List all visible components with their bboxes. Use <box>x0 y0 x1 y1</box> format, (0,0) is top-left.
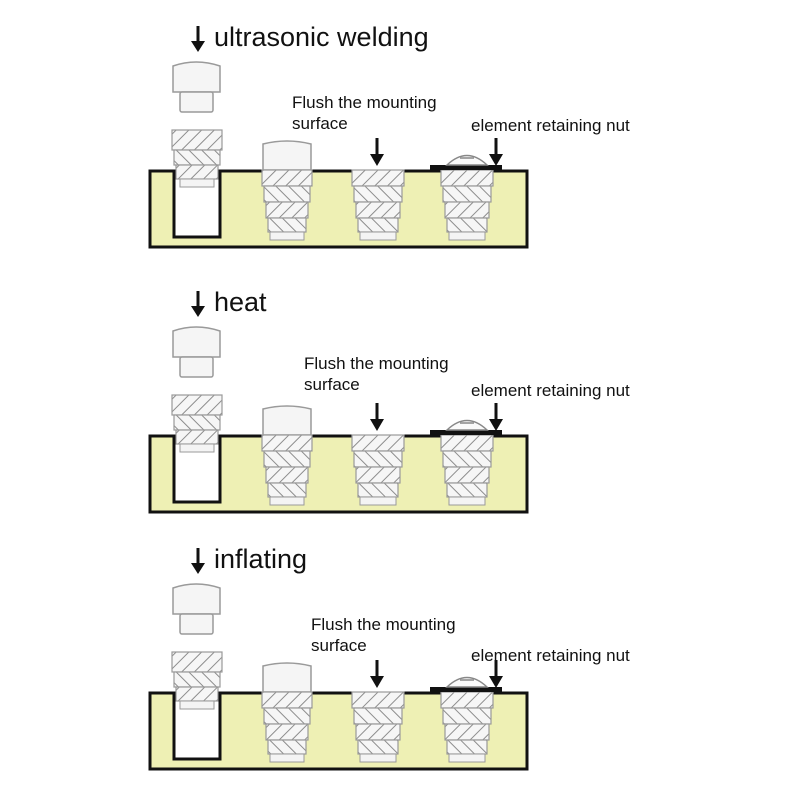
flush-label-line2: surface <box>304 375 360 394</box>
flush-label-line1: Flush the mounting <box>304 354 449 373</box>
plastic-base <box>148 434 529 514</box>
nut-label: element retaining nut <box>471 381 630 400</box>
method-title: inflating <box>214 544 307 574</box>
nut-arrow-icon <box>489 660 503 688</box>
panel-inflating: inflating <box>148 544 630 771</box>
insertion-tool <box>172 583 221 635</box>
retaining-screw <box>430 676 502 692</box>
panel-heat: heat <box>148 287 630 514</box>
flush-label-line2: surface <box>311 636 367 655</box>
nut-arrow-icon <box>489 138 503 166</box>
threaded-insert-before <box>171 129 223 188</box>
installed-insert-3 <box>440 691 494 763</box>
flush-label-line1: Flush the mounting <box>292 93 437 112</box>
down-arrow-icon <box>191 548 205 574</box>
nut-arrow-icon <box>489 403 503 431</box>
plastic-base <box>148 691 529 771</box>
retaining-screw <box>430 154 502 170</box>
plastic-base <box>148 169 529 249</box>
threaded-insert-before <box>171 394 223 453</box>
insertion-tool <box>172 61 221 113</box>
installed-insert-2 <box>351 434 405 506</box>
panel-ultrasonic-welding: ultrasonic welding <box>148 22 630 249</box>
method-title: ultrasonic welding <box>214 22 429 52</box>
retaining-screw <box>430 419 502 435</box>
method-title: heat <box>214 287 267 317</box>
flush-label-line1: Flush the mounting <box>311 615 456 634</box>
installed-insert-2 <box>351 691 405 763</box>
insertion-tool <box>172 326 221 378</box>
flush-label-line2: surface <box>292 114 348 133</box>
threaded-insert-before <box>171 651 223 710</box>
installed-insert-2 <box>351 169 405 241</box>
installed-insert-1 <box>261 405 313 506</box>
flush-arrow-icon <box>370 660 384 688</box>
nut-label: element retaining nut <box>471 116 630 135</box>
installed-insert-3 <box>440 434 494 506</box>
flush-arrow-icon <box>370 138 384 166</box>
down-arrow-icon <box>191 26 205 52</box>
flush-arrow-icon <box>370 403 384 431</box>
nut-label: element retaining nut <box>471 646 630 665</box>
installed-insert-3 <box>440 169 494 241</box>
down-arrow-icon <box>191 291 205 317</box>
installed-insert-1 <box>261 662 313 763</box>
installed-insert-1 <box>261 140 313 241</box>
